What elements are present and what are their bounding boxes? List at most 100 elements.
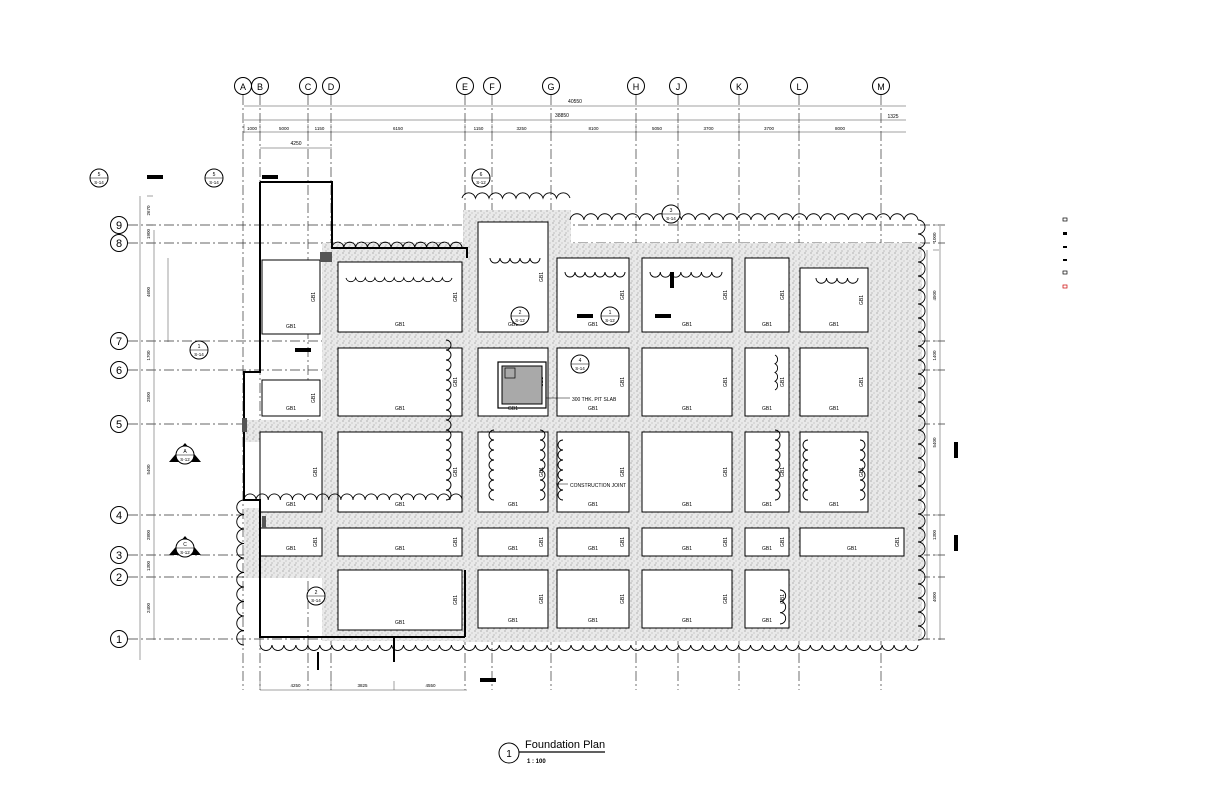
grid-label-2: 2	[116, 572, 122, 584]
marker-number: 2	[519, 310, 522, 316]
grid-bubble-4	[110, 506, 128, 524]
pad-tag: GB1	[311, 393, 317, 403]
revision-cloud	[243, 493, 463, 501]
pad-tag: GB1	[286, 324, 296, 330]
grid-label-F: F	[489, 82, 495, 92]
section-marker[interactable]: CS-12	[169, 536, 201, 558]
revision-cloud	[331, 241, 463, 248]
section-cut-marks	[147, 175, 958, 682]
pad-tag: GB1	[859, 295, 865, 305]
grid-label-H: H	[633, 82, 640, 92]
grid-bubble-6	[110, 361, 128, 379]
section-marker[interactable]: 5S-14	[89, 168, 109, 188]
pad-tag: GB1	[762, 502, 772, 508]
grid-label-B: B	[257, 82, 263, 92]
revision-cloud	[815, 277, 859, 284]
grid-bubble-9	[110, 216, 128, 234]
pad-tag: GB1	[829, 406, 839, 412]
dim-value: 1000	[932, 232, 937, 243]
pad-tag: GB1	[539, 537, 545, 547]
revision-cloud	[649, 271, 723, 278]
marker-number: 2	[315, 590, 318, 596]
grid-bubble-H	[627, 77, 645, 95]
grid-bubble-C	[299, 77, 317, 95]
pad-tag: GB1	[682, 618, 692, 624]
grid-bubble-1	[110, 630, 128, 648]
view-number-bubble	[498, 742, 520, 764]
grid-label-9: 9	[116, 220, 122, 232]
pad-tag: GB1	[829, 322, 839, 328]
dim-value: 5000	[279, 126, 290, 131]
dim-value: 3700	[764, 126, 775, 131]
revision-cloud	[564, 271, 626, 278]
dim-value: 3250	[516, 126, 527, 131]
marker-sheet: S-14	[666, 216, 676, 221]
pit-slab	[497, 361, 547, 409]
revision-cloud	[779, 589, 787, 625]
dim-value: 1150	[315, 126, 325, 131]
pad-tag: GB1	[723, 467, 729, 477]
section-marker[interactable]: A S-12	[169, 443, 201, 465]
pad-tag: GB1	[895, 537, 901, 547]
grid-bubble-M	[872, 77, 890, 95]
section-marker[interactable]: 1S-12	[600, 306, 620, 326]
section-marker[interactable]: 4S-14	[570, 354, 590, 374]
marker-sheet: S-12	[515, 318, 525, 323]
section-marker[interactable]: 2S-14	[306, 586, 326, 606]
grid-label-4: 4	[116, 510, 122, 522]
grid-label-3: 3	[116, 550, 122, 562]
marker-number: C	[183, 542, 187, 548]
section-marker[interactable]: 2S-12	[510, 306, 530, 326]
pad-tag: GB1	[588, 322, 598, 328]
dim-value: 4550	[425, 683, 436, 688]
revision-cloud	[236, 499, 245, 646]
dim-value: 4250	[290, 683, 301, 688]
section-marker[interactable]: 1S-14	[189, 340, 209, 360]
dim-value: 1000	[247, 126, 258, 131]
pad-tag: GB1	[453, 537, 459, 547]
pad-tag: GB1	[588, 546, 598, 552]
dim-value: 5400	[932, 437, 937, 448]
pit-slab-note: 300 THK. PIT SLAB	[572, 397, 617, 403]
marker-sheet: S-12	[476, 180, 486, 185]
pad-tag: GB1	[508, 502, 518, 508]
dim-value: 2500	[146, 391, 151, 402]
marker-number: A	[183, 449, 187, 455]
revision-cloud	[774, 354, 779, 391]
section-marker[interactable]: 5S-14	[204, 168, 224, 188]
drawing-notes: 300 THK. PIT SLAB CONSTRUCTION JOINT	[546, 397, 626, 489]
dim-value: 6150	[393, 126, 404, 131]
marker-sheet: S-12	[180, 457, 190, 462]
pad-tag: GB1	[620, 594, 626, 604]
revision-cloud	[461, 192, 571, 200]
pad-tag: GB1	[780, 467, 786, 477]
grid-bubble-K	[730, 77, 748, 95]
pad-tag: GB1	[780, 537, 786, 547]
dim-value: 1900	[146, 228, 151, 239]
section-marker[interactable]: 3S-14	[661, 204, 681, 224]
pad-tag: GB1	[453, 377, 459, 387]
grid-label-1: 1	[116, 634, 122, 646]
pad-tag: GB1	[780, 594, 786, 604]
marker-number: 5	[213, 172, 216, 178]
grid-label-7: 7	[116, 336, 122, 348]
marker-number: 3	[670, 208, 673, 214]
section-markers: 5S-145S-146S-121S-142S-121S-124S-14AS-12…	[89, 168, 681, 606]
pad-tag: GB1	[780, 290, 786, 300]
grid-bubble-8	[110, 234, 128, 252]
grid-label-C: C	[305, 82, 312, 92]
section-marker[interactable]: 6S-12	[471, 168, 491, 188]
revision-cloud	[488, 429, 495, 501]
pad-tag: GB1	[508, 322, 518, 328]
